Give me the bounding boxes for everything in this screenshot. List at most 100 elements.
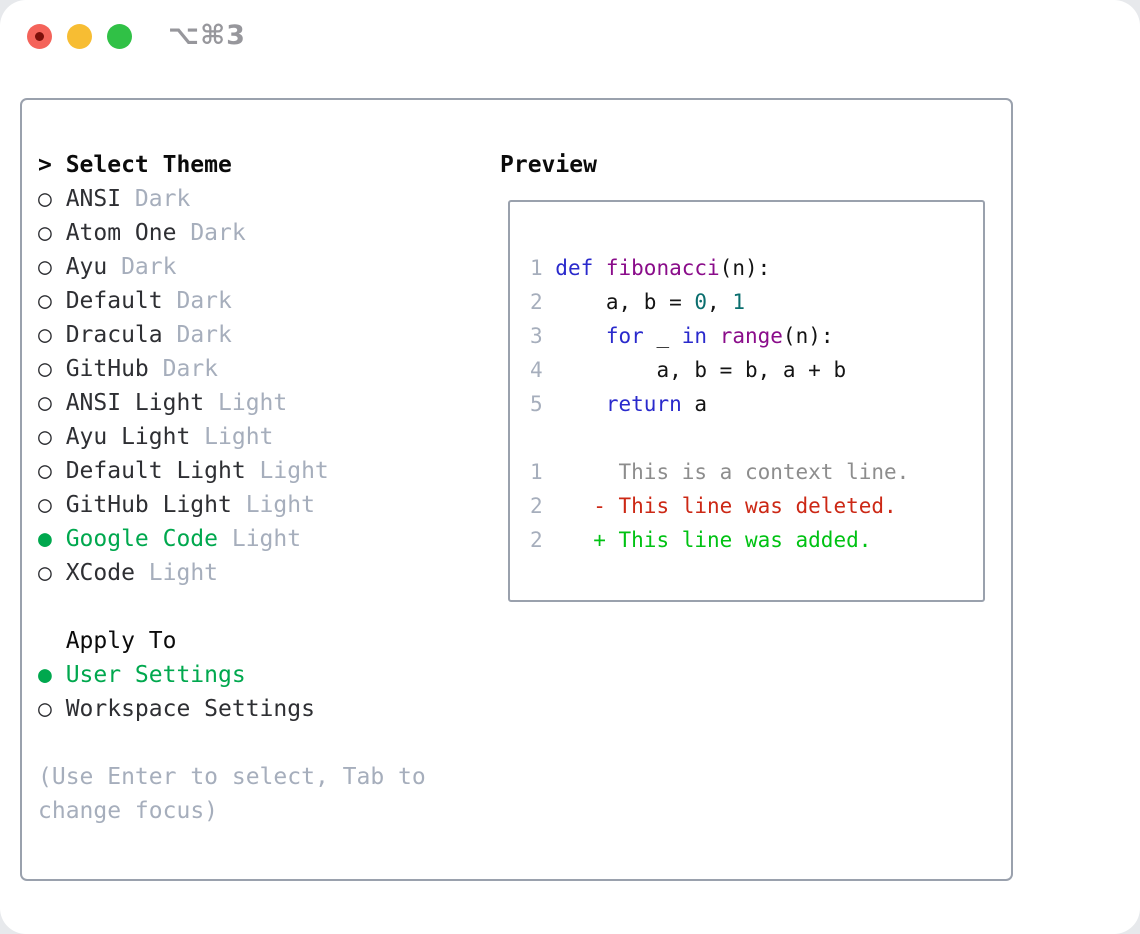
radio-icon: ○ (38, 458, 52, 484)
select-theme-title: Select Theme (65, 152, 232, 178)
apply-option-user-settings[interactable]: ● User Settings (38, 658, 426, 692)
theme-variant: Dark (121, 254, 177, 280)
code-token: (n): (782, 324, 834, 348)
theme-name: Default Light (65, 458, 246, 484)
radio-icon: ○ (38, 492, 52, 518)
diff-context-text: This is a context line. (555, 460, 910, 484)
code-line: 2 a, b = 0, 1 (530, 285, 983, 319)
radio-icon: ○ (38, 322, 52, 348)
code-token: a, b = (555, 290, 695, 314)
theme-variant: Dark (176, 322, 232, 348)
line-number: 1 (530, 256, 556, 280)
theme-name: ANSI Light (65, 390, 205, 416)
apply-option-workspace-settings[interactable]: ○ Workspace Settings (38, 692, 426, 726)
select-theme-header: > Select Theme (38, 148, 426, 182)
theme-option-default-dark[interactable]: ○ Default Dark (38, 284, 426, 318)
code-token-keyword: in (681, 324, 708, 348)
theme-name: Default (65, 288, 163, 314)
code-line: 1 def fibonacci(n): (530, 251, 983, 285)
preview-box: 1 def fibonacci(n): 2 a, b = 0, 1 3 for … (508, 200, 985, 602)
theme-option-xcode-light[interactable]: ○ XCode Light (38, 556, 426, 590)
apply-to-header: Apply To (38, 624, 426, 658)
code-token: a (681, 392, 708, 416)
diff-added-line: 2 + This line was added. (530, 523, 983, 557)
radio-icon: ○ (38, 696, 52, 722)
theme-variant: Light (148, 560, 219, 586)
theme-option-ansi-dark[interactable]: ○ ANSI Dark (38, 182, 426, 216)
theme-option-ayu-light[interactable]: ○ Ayu Light Light (38, 420, 426, 454)
theme-name: GitHub Light (65, 492, 232, 518)
theme-variant: Light (218, 390, 288, 416)
line-number: 5 (530, 392, 556, 416)
radio-selected-icon: ● (38, 662, 52, 688)
theme-name: ANSI (65, 186, 122, 212)
code-token-function: fibonacci (605, 256, 720, 280)
theme-option-google-code-light[interactable]: ● Google Code Light (38, 522, 426, 556)
theme-variant: Light (245, 492, 315, 518)
theme-name: Atom One (65, 220, 177, 246)
left-column: > Select Theme ○ ANSI Dark ○ Atom One Da… (38, 148, 426, 828)
blank-line (530, 421, 983, 455)
focus-prompt-icon: > (38, 152, 52, 178)
radio-icon: ○ (38, 424, 52, 450)
spacer (38, 726, 426, 760)
diff-deleted-text: - This line was deleted. (555, 494, 897, 518)
theme-variant: Light (259, 458, 329, 484)
zoom-button[interactable] (107, 24, 132, 49)
code-token (555, 392, 606, 416)
diff-added-text: + This line was added. (555, 528, 872, 552)
radio-icon: ○ (38, 356, 52, 382)
code-token: , (707, 290, 733, 314)
traffic-lights (27, 24, 132, 49)
diff-deleted-line: 2 - This line was deleted. (530, 489, 983, 523)
code-token-function: range (719, 324, 783, 348)
radio-icon: ○ (38, 390, 52, 416)
radio-icon: ○ (38, 186, 52, 212)
preview-title: Preview (500, 152, 597, 178)
close-button[interactable] (27, 24, 52, 49)
radio-icon: ○ (38, 220, 52, 246)
theme-option-ansi-light[interactable]: ○ ANSI Light Light (38, 386, 426, 420)
radio-icon: ○ (38, 288, 52, 314)
code-token (707, 324, 720, 348)
help-text-line2: change focus) (38, 798, 219, 824)
theme-option-atom-one-dark[interactable]: ○ Atom One Dark (38, 216, 426, 250)
theme-name: GitHub (65, 356, 149, 382)
diff-context-line: 1 This is a context line. (530, 455, 983, 489)
code-line: 3 for _ in range(n): (530, 319, 983, 353)
radio-selected-icon: ● (38, 526, 52, 552)
theme-variant: Light (231, 526, 302, 552)
code-token-literal: 0 (694, 290, 708, 314)
theme-name: Ayu (65, 254, 108, 280)
line-number: 1 (530, 460, 556, 484)
code-token (555, 324, 606, 348)
line-number: 2 (530, 528, 556, 552)
theme-option-default-light[interactable]: ○ Default Light Light (38, 454, 426, 488)
window-shortcut-label: ⌥⌘3 (168, 20, 246, 51)
code-token: a, b = b, a + b (555, 358, 847, 382)
theme-name: Dracula (65, 322, 163, 348)
minimize-button[interactable] (67, 24, 92, 49)
theme-name: Ayu Light (65, 424, 191, 450)
theme-variant: Dark (162, 356, 219, 382)
theme-option-ayu-dark[interactable]: ○ Ayu Dark (38, 250, 426, 284)
code-token-literal: 1 (732, 290, 745, 314)
theme-name: XCode (65, 560, 135, 586)
code-line: 4 a, b = b, a + b (530, 353, 983, 387)
code-token-keyword: def (555, 256, 606, 280)
theme-name: Google Code (65, 526, 219, 552)
theme-option-dracula-dark[interactable]: ○ Dracula Dark (38, 318, 426, 352)
theme-variant: Light (204, 424, 274, 450)
help-text-line1: (Use Enter to select, Tab to (38, 764, 426, 790)
code-token: (n): (719, 256, 771, 280)
line-number: 2 (530, 494, 556, 518)
theme-option-github-light[interactable]: ○ GitHub Light Light (38, 488, 426, 522)
unsaved-dot-icon (35, 32, 44, 41)
theme-variant: Dark (176, 288, 232, 314)
radio-icon: ○ (38, 254, 52, 280)
theme-variant: Dark (190, 220, 246, 246)
code-line: 5 return a (530, 387, 983, 421)
line-number: 4 (530, 358, 556, 382)
theme-option-github-dark[interactable]: ○ GitHub Dark (38, 352, 426, 386)
